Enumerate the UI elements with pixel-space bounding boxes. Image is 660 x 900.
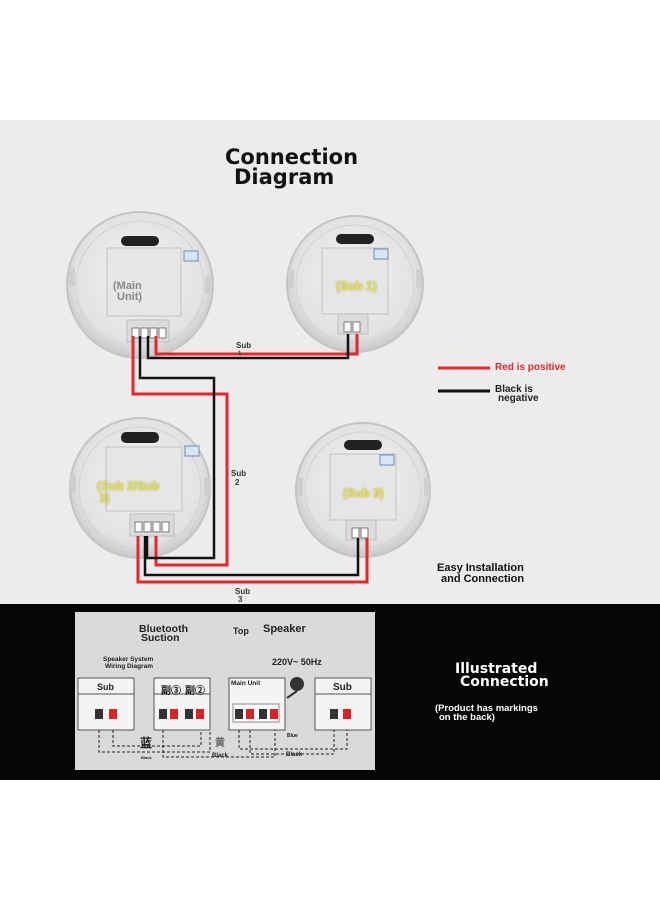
wire-label-sub3-line1: Sub [235, 587, 251, 596]
card-voltage: 220V~ 50Hz [272, 657, 322, 667]
card-bluetooth-line1: Bluetooth [139, 623, 188, 635]
wire-label-sub1-line2: 1 [238, 351, 242, 357]
card-blue-cn: 蓝 [140, 736, 153, 750]
wire-label-sub3-line2: 3 [238, 595, 243, 604]
legend-red-text: Red is positive [495, 362, 566, 373]
connection-diagram [66, 211, 490, 584]
illustrated-title-line2: Connection [460, 674, 549, 690]
speaker-main-label-line2: Unit) [117, 291, 143, 303]
card-black-label-2: Black [212, 753, 229, 759]
speaker-sub2-slot [121, 432, 159, 443]
speaker-main [66, 211, 214, 359]
speaker-sub1 [286, 215, 424, 353]
wire-sub2-black [138, 336, 216, 560]
illustrated-note-line2: on the back) [439, 712, 495, 723]
illustrated-note-line1: (Product has markings [435, 703, 538, 714]
speaker-sub2-label-line2: 3) [99, 491, 110, 505]
card-fu3: 副③ [161, 686, 181, 697]
card-blue-label: Blue [287, 733, 298, 739]
speaker-main-label-line1: (Main [113, 280, 142, 292]
speaker-sub1-slot [336, 234, 374, 244]
wire-sub3-red [136, 536, 369, 584]
card-sub-left: Sub [97, 682, 114, 692]
legend-black-text-line1: Black is [495, 384, 533, 395]
speaker-sub2-label-line1: (Sub 2/Sub [97, 479, 160, 493]
wire-sub1-red [154, 334, 359, 356]
card-sub-right: Sub [333, 682, 352, 693]
speaker-sub1-label: (Sub 1) [336, 279, 377, 293]
illustrated-title-line1: Illustrated [455, 661, 538, 677]
card-black-label-1: Black [141, 755, 152, 760]
card-fu2: 副② [185, 686, 205, 697]
card-black-label-3: Black [286, 752, 303, 758]
wire-sub3-black [143, 536, 360, 577]
card-speaker-label: Speaker [263, 623, 306, 635]
wire-sub2-red [131, 336, 229, 567]
wire-sub1-black [146, 334, 350, 360]
speaker-sub3-slot [344, 440, 382, 450]
speaker-sub3 [295, 422, 431, 558]
install-text-line2: and Connection [441, 573, 525, 585]
card-main-unit: Main Unit [231, 680, 261, 687]
card-system-line1: Speaker System [103, 656, 154, 663]
legend-black-text-line2: negative [498, 393, 539, 404]
card-bluetooth-line2: Suction [141, 632, 180, 644]
card-top-label: Top [233, 626, 249, 636]
speaker-sub2 [69, 417, 211, 559]
wire-label-sub2-line2: 2 [235, 478, 240, 487]
install-text-line1: Easy Installation [437, 562, 524, 574]
speaker-main-slot [121, 236, 159, 246]
card-yellow-cn: 黄 [215, 738, 225, 749]
diagram-title-line1: Connection [225, 145, 359, 169]
card-wiring-drawing [77, 677, 372, 758]
wiring-card: Bluetooth Suction Top Speaker Speaker Sy… [75, 612, 375, 770]
diagram-title-line2: Diagram [234, 165, 335, 189]
card-system-line2: Wiring Diagram [105, 663, 153, 670]
wire-label-sub1-line1: Sub [236, 341, 252, 350]
speaker-sub3-label: (Sub 3) [343, 486, 384, 500]
wire-label-sub2-line1: Sub [231, 469, 247, 478]
